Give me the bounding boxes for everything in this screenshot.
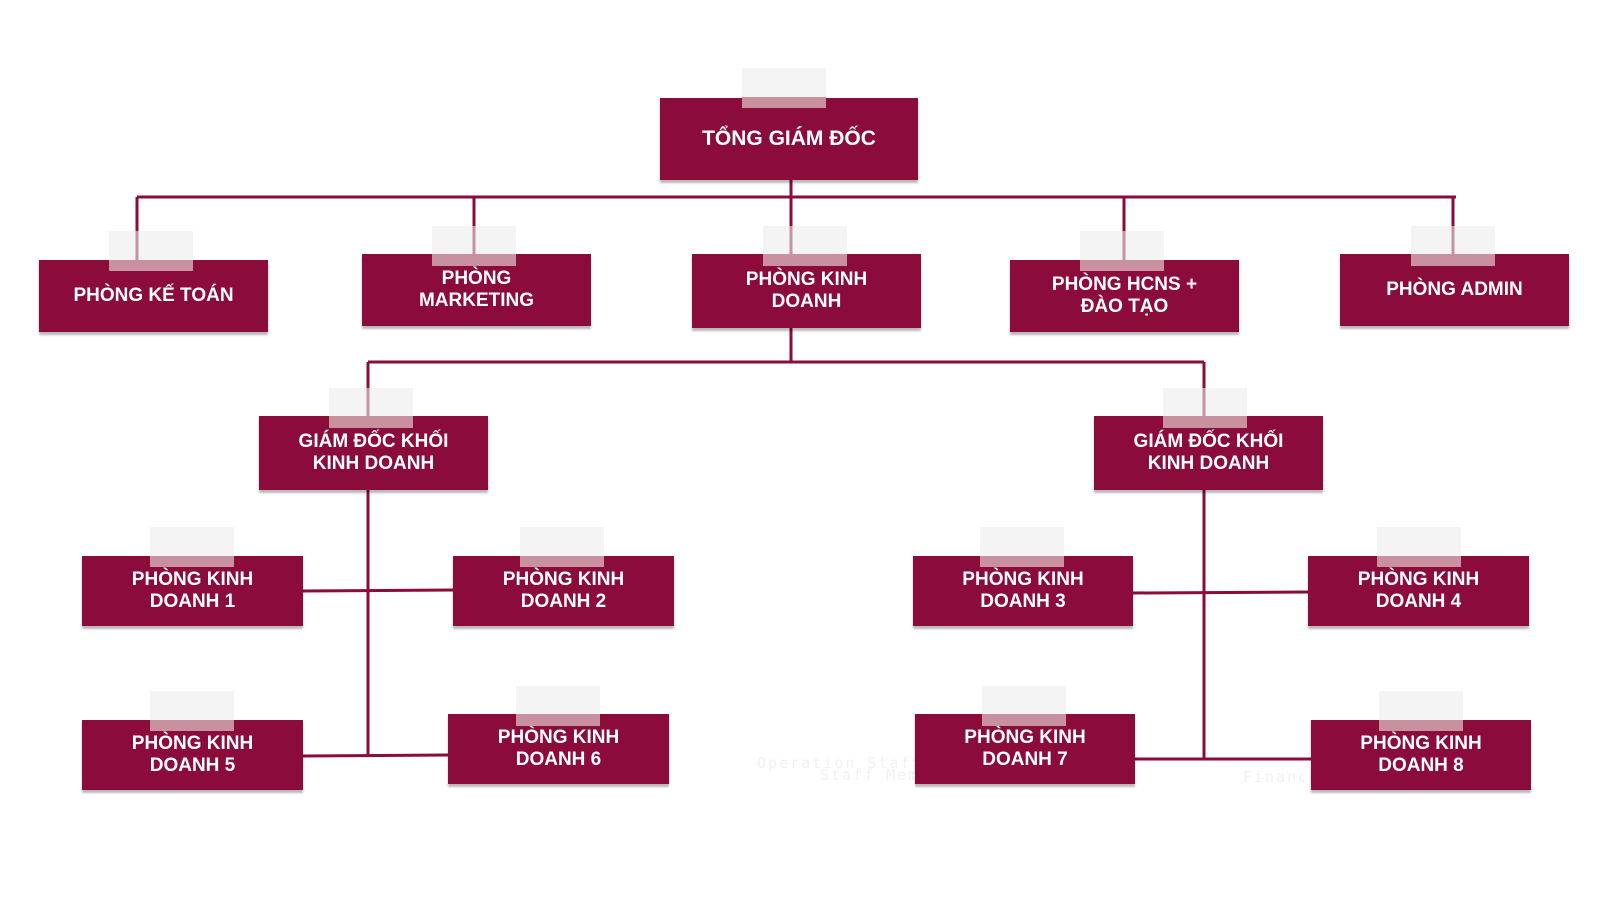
sales-unit-6-box: PHÒNG KINH DOANH 6 [448, 714, 669, 784]
dept-marketing-box: PHÒNG MARKETING [362, 254, 591, 326]
sales-unit-8-box: PHÒNG KINH DOANH 8 [1311, 720, 1531, 790]
sales-unit-4-label: PHÒNG KINH DOANH 4 [1357, 569, 1480, 612]
dept-accounting-label: PHÒNG KẾ TOÁN [73, 285, 234, 306]
tape-sales-unit-1 [150, 527, 234, 567]
tape-director-right [1163, 388, 1247, 428]
ceo-box: TỔNG GIÁM ĐỐC [660, 98, 918, 180]
dept-sales-label: PHÒNG KINH DOANH [745, 269, 868, 312]
tape-sales-unit-7 [982, 686, 1066, 726]
dept-accounting-box: PHÒNG KẾ TOÁN [39, 260, 268, 332]
director-left-box: GIÁM ĐỐC KHỐI KINH DOANH [259, 416, 488, 490]
sales-unit-8-label: PHÒNG KINH DOANH 8 [1360, 733, 1482, 776]
tape-dept-accounting [109, 231, 193, 271]
tape-sales-unit-5 [150, 691, 234, 731]
sales-unit-5-box: PHÒNG KINH DOANH 5 [82, 720, 303, 790]
tape-dept-admin [1411, 226, 1495, 266]
tape-director-left [329, 388, 413, 428]
sales-unit-3-box: PHÒNG KINH DOANH 3 [913, 556, 1133, 626]
tape-sales-unit-6 [516, 686, 600, 726]
sales-unit-6-label: PHÒNG KINH DOANH 6 [497, 727, 620, 770]
sales-unit-4-box: PHÒNG KINH DOANH 4 [1308, 556, 1529, 626]
sales-unit-1-label: PHÒNG KINH DOANH 1 [131, 569, 254, 612]
dept-hr-training-label: PHÒNG HCNS + ĐÀO TẠO [1051, 274, 1198, 317]
dept-hr-training-box: PHÒNG HCNS + ĐÀO TẠO [1010, 260, 1239, 332]
dept-sales-box: PHÒNG KINH DOANH [692, 254, 921, 328]
dept-marketing-label: PHÒNG MARKETING [418, 268, 535, 311]
director-right-label: GIÁM ĐỐC KHỐI KINH DOANH [1133, 431, 1284, 474]
connector-left-row2 [302, 753, 449, 758]
tape-dept-marketing [432, 226, 516, 266]
connector-right-row1 [1132, 590, 1309, 595]
ceo-label: TỔNG GIÁM ĐỐC [702, 127, 876, 150]
tape-dept-hr-training [1080, 231, 1164, 271]
sales-unit-1-box: PHÒNG KINH DOANH 1 [82, 556, 303, 626]
tape-sales-unit-3 [980, 527, 1064, 567]
sales-unit-5-label: PHÒNG KINH DOANH 5 [131, 733, 254, 776]
sales-unit-3-label: PHÒNG KINH DOANH 3 [962, 569, 1084, 612]
director-right-box: GIÁM ĐỐC KHỐI KINH DOANH [1094, 416, 1323, 490]
dept-admin-box: PHÒNG ADMIN [1340, 254, 1569, 326]
connector-left-row1 [302, 588, 454, 593]
tape-sales-unit-2 [520, 527, 604, 567]
tape-ceo [742, 68, 826, 108]
sales-unit-2-box: PHÒNG KINH DOANH 2 [453, 556, 674, 626]
faint-text-operation-staff: Operation Staff [757, 754, 923, 772]
faint-text-finance: Finance [1243, 768, 1321, 786]
sales-unit-7-label: PHÒNG KINH DOANH 7 [964, 727, 1086, 770]
tape-sales-unit-8 [1379, 691, 1463, 731]
dept-admin-label: PHÒNG ADMIN [1386, 279, 1523, 300]
tape-dept-sales [763, 226, 847, 266]
tape-sales-unit-4 [1377, 527, 1461, 567]
director-left-label: GIÁM ĐỐC KHỐI KINH DOANH [298, 431, 449, 474]
sales-unit-2-label: PHÒNG KINH DOANH 2 [502, 569, 625, 612]
